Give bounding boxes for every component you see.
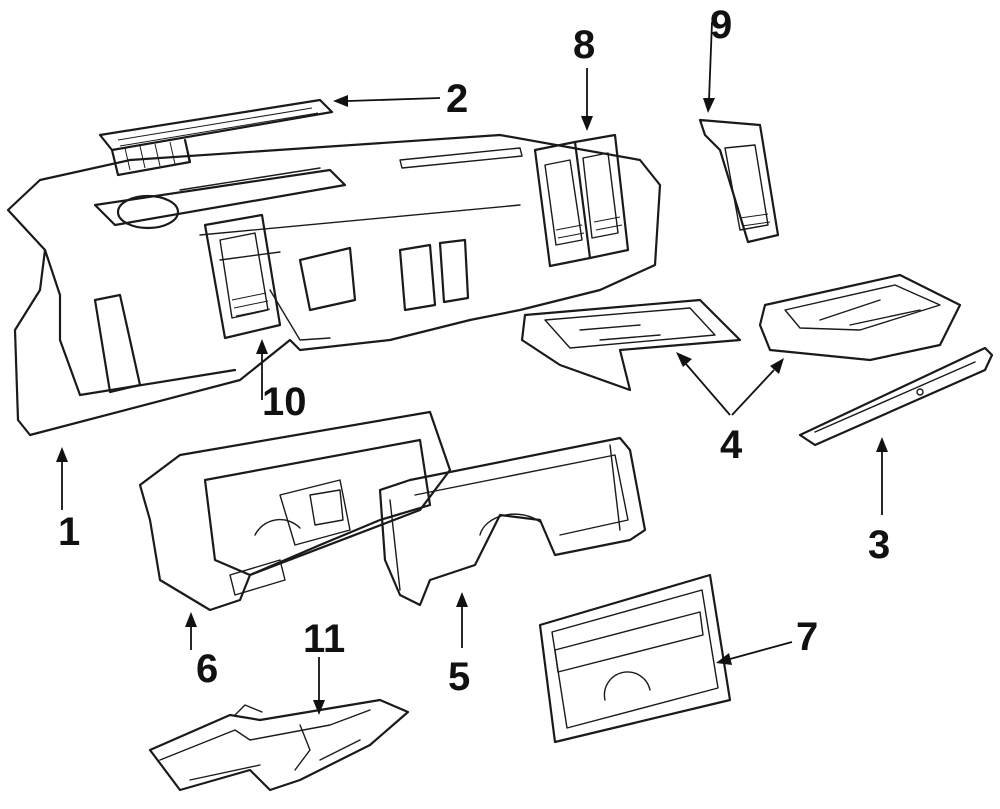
arrowhead-8: [581, 116, 593, 131]
arrowhead-5: [456, 592, 468, 607]
right-vent-part: [698, 118, 780, 244]
arrowhead-7: [716, 653, 732, 665]
callout-4: 4: [720, 423, 743, 467]
callout-10: 10: [262, 380, 307, 424]
callout-2: 2: [446, 77, 468, 121]
arrowhead-10: [256, 339, 268, 354]
callout-8: 8: [573, 23, 595, 67]
lower-tray-center-part: [520, 298, 742, 392]
leader-line-7: [729, 641, 793, 660]
arrowhead-3: [876, 437, 888, 452]
leader-line-2: [347, 97, 441, 102]
lower-bracket-part: [148, 698, 410, 792]
defroster-grille-part: [98, 98, 334, 177]
arrowhead-9: [703, 98, 715, 113]
callout-1: 1: [58, 510, 80, 554]
glove-box-door-part: [798, 346, 994, 447]
center-vents-part: [533, 133, 630, 268]
left-vent-part: [203, 213, 282, 340]
arrowhead-6: [185, 612, 197, 627]
leader-lines: [56, 21, 888, 715]
instrument-panel-part: [6, 133, 662, 437]
callout-3: 3: [868, 523, 890, 567]
arrowhead-4b: [770, 358, 784, 374]
callout-5: 5: [448, 655, 470, 699]
callout-labels: 1 2 3 4 5 6 7 8 9 10 11: [58, 3, 890, 699]
callout-11: 11: [303, 617, 345, 661]
leader-line-4a: [685, 363, 731, 416]
lower-tray-right-part: [758, 273, 962, 362]
arrowhead-11: [313, 700, 325, 715]
arrowhead-4a: [676, 352, 692, 367]
leader-line-4b: [731, 369, 775, 416]
cluster-housing-part: [138, 410, 452, 612]
callout-7: 7: [796, 615, 818, 659]
cluster-bezel-part: [378, 436, 647, 607]
callout-6: 6: [196, 647, 218, 691]
arrowhead-2: [333, 95, 348, 107]
arrowhead-1: [56, 447, 68, 462]
cluster-lens-part: [538, 573, 732, 744]
leader-line-9: [708, 21, 713, 101]
callout-9: 9: [710, 3, 732, 47]
